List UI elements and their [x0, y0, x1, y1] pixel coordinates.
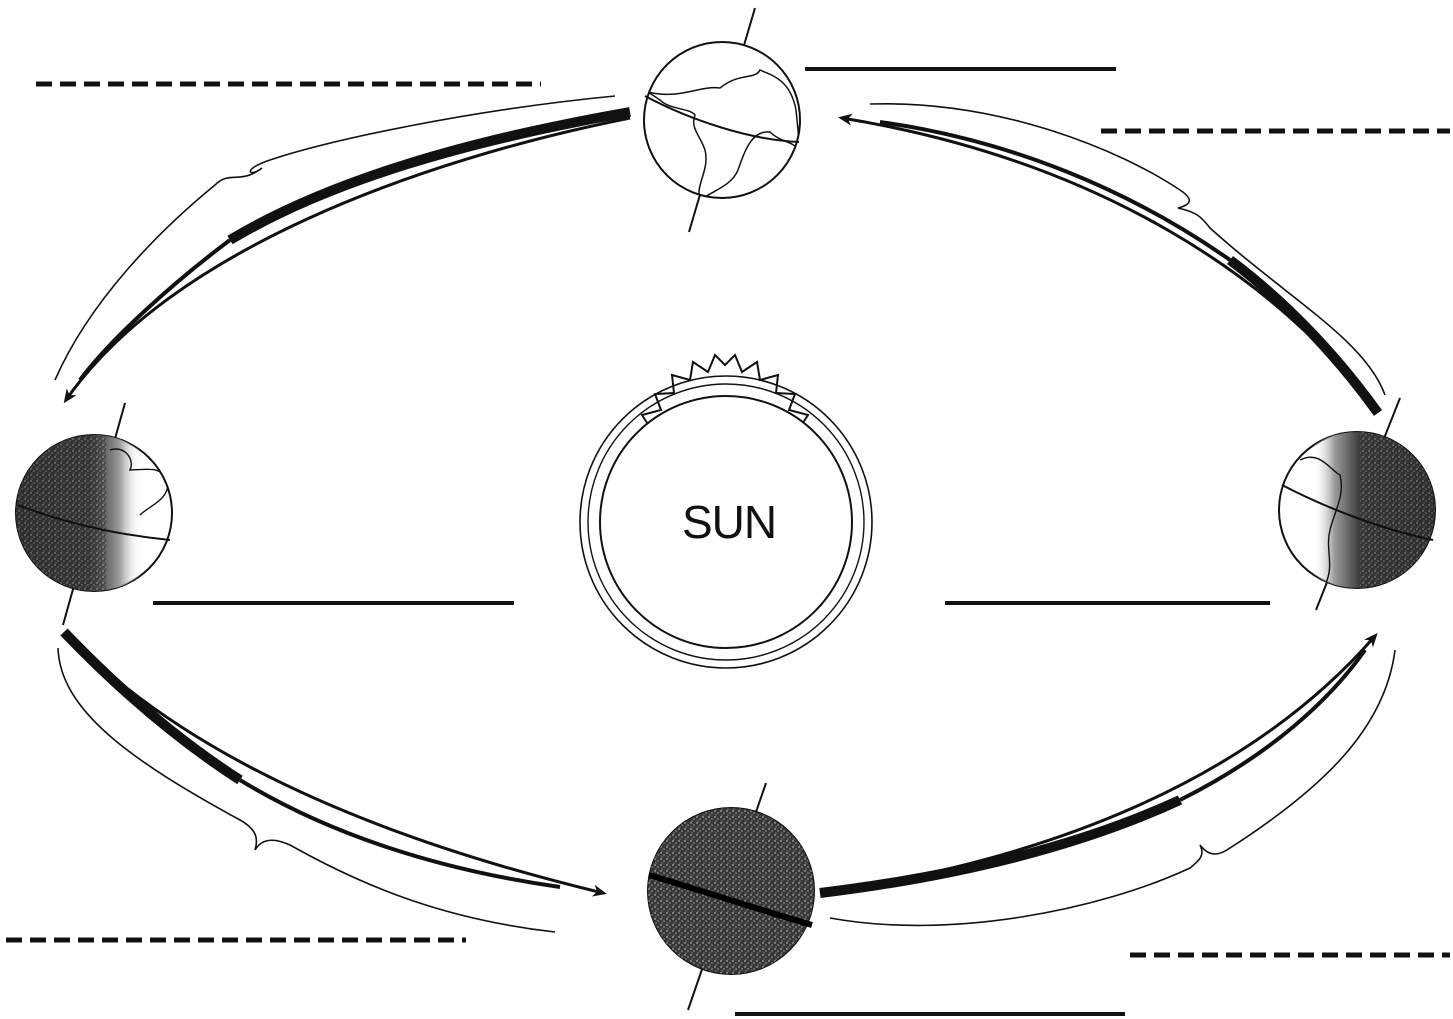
orbit-arrow-right-to-top: [842, 118, 1378, 413]
earth-globe: [644, 42, 800, 198]
earth-bottom: [640, 783, 820, 1010]
earth-left: [14, 403, 184, 625]
earth-top: [644, 8, 800, 232]
sun: SUN: [580, 355, 872, 668]
orbit-arrow-bottom-to-right: [820, 636, 1375, 893]
sun-label: SUN: [682, 496, 776, 548]
earth-right: [1270, 398, 1440, 610]
bracket-top-right: [870, 104, 1385, 395]
bracket-top-left: [55, 96, 615, 380]
night-side-shading: [640, 800, 820, 980]
bracket-bottom-left: [58, 648, 555, 932]
bracket-bottom-right: [830, 650, 1395, 925]
orbit-arrow-top-to-left: [66, 112, 630, 400]
